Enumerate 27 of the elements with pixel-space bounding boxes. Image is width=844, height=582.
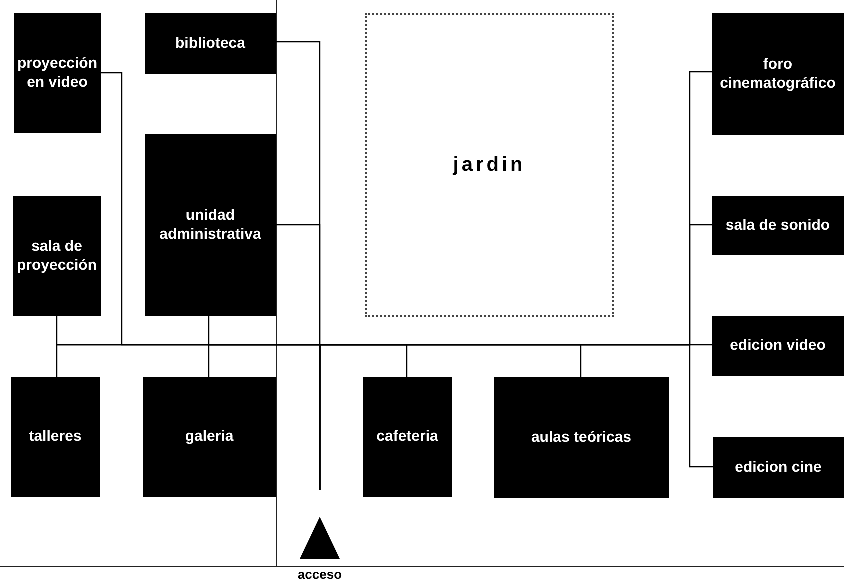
- room-box: [11, 377, 100, 497]
- room-label: edicion video: [730, 336, 826, 356]
- area-label: jardin: [453, 154, 526, 176]
- room-label: aulas teóricas: [531, 428, 632, 448]
- room-label: unidad administrativa: [158, 206, 262, 244]
- room-box: [713, 437, 844, 498]
- room-label: cafeteria: [376, 427, 438, 447]
- room-box: [145, 134, 276, 316]
- room-label: edicion cine: [735, 458, 822, 478]
- room-box: [712, 316, 844, 376]
- room-box: [712, 13, 844, 135]
- room-label: foro cinematográfico: [719, 54, 837, 94]
- entrance-label: acceso: [298, 567, 342, 582]
- room-box: [13, 196, 101, 316]
- room-label: sala de sonido: [726, 216, 830, 236]
- garden-area: [365, 13, 614, 317]
- room-box: [145, 13, 276, 74]
- room-label: proyección en video: [16, 54, 99, 92]
- room-label: biblioteca: [175, 34, 246, 54]
- room-label: galeria: [185, 427, 234, 447]
- room-box: [494, 377, 669, 498]
- room-box: [712, 196, 844, 255]
- room-box: [143, 377, 276, 497]
- room-label: talleres: [29, 427, 82, 447]
- room-box: [363, 377, 452, 497]
- room-box: [14, 13, 101, 133]
- room-label: sala de proyección: [16, 236, 98, 276]
